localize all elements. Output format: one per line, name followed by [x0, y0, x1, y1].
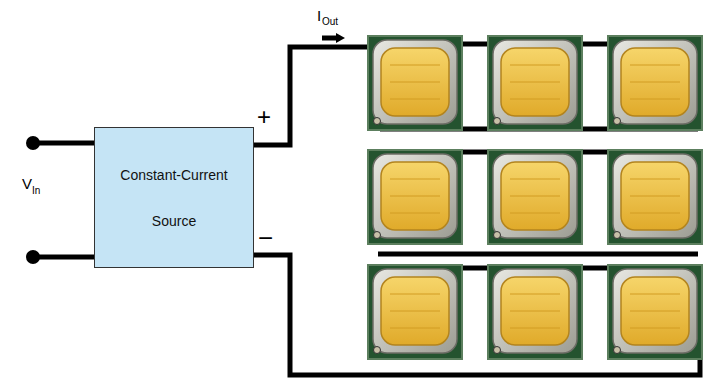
die-line — [390, 294, 440, 295]
led-die — [381, 277, 449, 345]
die-line — [390, 213, 440, 214]
led-board — [488, 36, 582, 130]
subscript: In — [32, 186, 40, 196]
die-line — [510, 82, 560, 83]
die-line — [630, 196, 680, 197]
led-board — [488, 150, 582, 244]
die-line — [390, 179, 440, 180]
mount-hole — [374, 232, 381, 239]
die-line — [390, 99, 440, 100]
led-die — [501, 277, 569, 345]
die-line — [510, 65, 560, 66]
led-board — [608, 150, 702, 244]
die-line — [510, 328, 560, 329]
die-line — [390, 196, 440, 197]
led-board — [368, 265, 462, 359]
die-line — [510, 294, 560, 295]
led-die — [621, 162, 689, 230]
led-die — [381, 48, 449, 116]
led — [368, 36, 462, 130]
die-line — [630, 311, 680, 312]
die-line — [510, 196, 560, 197]
led-die — [621, 277, 689, 345]
led-lens — [613, 269, 697, 353]
die-line — [630, 328, 680, 329]
led — [488, 265, 582, 359]
die-line — [510, 99, 560, 100]
mount-hole — [614, 232, 621, 239]
die-line — [630, 99, 680, 100]
box-text: Constant-Current Source — [105, 152, 243, 244]
current-arrow — [336, 33, 345, 43]
led — [488, 36, 582, 130]
led — [488, 150, 582, 244]
led — [368, 265, 462, 359]
die-line — [630, 82, 680, 83]
die-line — [510, 179, 560, 180]
led-board — [608, 265, 702, 359]
subscript: Out — [322, 17, 338, 27]
led-die — [621, 48, 689, 116]
polarity-sign: − — [258, 225, 273, 251]
led-die — [381, 162, 449, 230]
polarity-sign: + — [257, 105, 271, 129]
led-die — [501, 48, 569, 116]
led — [608, 265, 702, 359]
voltage-label: V — [22, 176, 32, 191]
mount-hole — [614, 118, 621, 125]
terminal — [26, 250, 40, 264]
led-lens — [493, 40, 577, 124]
led-lens — [493, 154, 577, 238]
led-board — [488, 265, 582, 359]
led-lens — [373, 154, 457, 238]
led-board — [608, 36, 702, 130]
led-lens — [493, 269, 577, 353]
die-line — [630, 179, 680, 180]
die-line — [390, 311, 440, 312]
die-line — [390, 82, 440, 83]
die-line — [630, 213, 680, 214]
led-board — [368, 36, 462, 130]
led — [608, 150, 702, 244]
mount-hole — [374, 118, 381, 125]
mount-hole — [494, 232, 501, 239]
led-lens — [373, 40, 457, 124]
current-label: I — [317, 8, 321, 23]
mount-hole — [614, 347, 621, 354]
terminal — [26, 136, 40, 150]
die-line — [390, 328, 440, 329]
wires — [33, 38, 700, 375]
die-line — [390, 65, 440, 66]
mount-hole — [494, 347, 501, 354]
mount-hole — [494, 118, 501, 125]
mount-hole — [374, 347, 381, 354]
led-lens — [613, 154, 697, 238]
led — [368, 150, 462, 244]
led-lens — [613, 40, 697, 124]
led-lens — [373, 269, 457, 353]
source-box: Constant-Current Source — [94, 127, 254, 268]
led-array — [368, 36, 702, 359]
die-line — [630, 65, 680, 66]
die-line — [630, 294, 680, 295]
led-board — [368, 150, 462, 244]
die-line — [510, 311, 560, 312]
die-line — [510, 213, 560, 214]
led-die — [501, 162, 569, 230]
led — [608, 36, 702, 130]
